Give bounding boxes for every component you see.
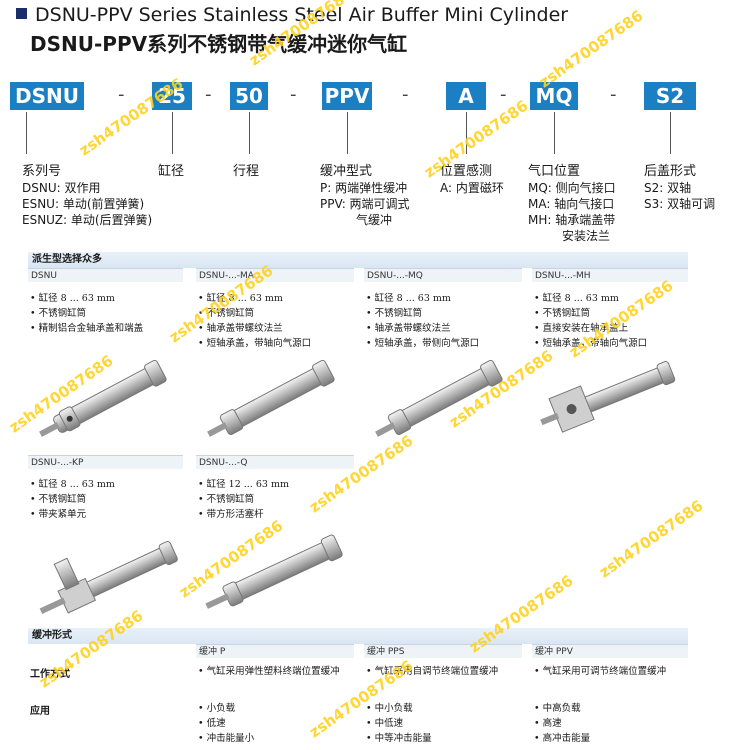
- buffer-options: P: 两端弹性缓冲 PPV: 两端可调式 气缓冲: [320, 181, 410, 227]
- buffer-app: 小负载低速冲击能量小: [198, 701, 255, 746]
- watermark: zsh470087686: [595, 496, 707, 582]
- series-options: DSNU: 双作用 ESNU: 单动(前置弹簧) ESNUZ: 单动(后置弹簧): [22, 181, 153, 227]
- port-options: MQ: 侧向气接口 MA: 轴向气接口 MH: 轴承端盖带 安装法兰: [528, 181, 616, 243]
- buffer-work: 气缸采用自调节终端位置缓冲: [366, 664, 526, 679]
- code-dash: -: [118, 84, 125, 105]
- code-series: DSNU: [10, 82, 84, 110]
- label-series: 系列号: [22, 164, 62, 179]
- leader-line: [249, 112, 250, 154]
- variant-features: 缸径 12 ... 63 mm 不锈钢缸筒 带方形活塞杆: [198, 477, 289, 522]
- code-dash: -: [610, 84, 617, 105]
- code-dash: -: [402, 84, 409, 105]
- leader-line: [670, 112, 671, 154]
- cylinder-kp-image: [39, 540, 178, 614]
- label-sense: 位置感测: [440, 164, 493, 179]
- leader-line: [466, 112, 467, 154]
- leader-line: [347, 112, 348, 154]
- variant-name: DSNU-...-Q: [196, 455, 354, 469]
- code-port: MQ: [530, 82, 578, 110]
- leader-line: [172, 112, 173, 154]
- variant-features: 缸径 8 ... 63 mm 不锈钢缸筒 精制铝合金轴承盖和端盖: [30, 291, 144, 336]
- title-en: DSNU-PPV Series Stainless Steel Air Buff…: [16, 4, 568, 26]
- variant-features: 缸径 8 ... 63 mm 不锈钢缸筒 直接安装在轴承盖上 短轴承盖，带轴向气…: [534, 291, 648, 351]
- buffer-work: 气缸采用弹性塑料终端位置缓冲: [198, 664, 356, 679]
- code-stroke: 50: [230, 82, 268, 110]
- code-sense: A: [446, 82, 486, 110]
- sense-options: A: 内置磁环: [440, 181, 504, 195]
- title-cn: DSNU-PPV系列不锈钢带气缓冲迷你气缸: [30, 32, 408, 56]
- cylinder-ma-image: [207, 359, 335, 437]
- variant-features: 缸径 8 ... 63 mm 不锈钢缸筒 轴承盖带螺纹法兰 短轴承盖，带轴向气源…: [198, 291, 312, 351]
- code-buffer: PPV: [322, 82, 372, 110]
- cover-options: S2: 双轴 S3: 双轴可调: [644, 181, 716, 211]
- variant-features: 缸径 8 ... 63 mm 不锈钢缸筒 轴承盖带螺纹法兰 短轴承盖，带侧向气源…: [366, 291, 480, 351]
- leader-line: [26, 112, 27, 154]
- cylinder-q-image: [205, 534, 343, 609]
- buffer-app: 中小负载中低速中等冲击能量: [366, 701, 432, 746]
- code-cover: S2: [644, 82, 696, 110]
- variant-name: DSNU: [28, 268, 183, 282]
- row-label-work: 工作方式: [30, 669, 70, 680]
- label-bore: 缸径: [158, 164, 185, 179]
- row-label-app: 应用: [30, 706, 50, 717]
- buffer-type: 缓冲 PPV: [532, 644, 688, 658]
- code-dash: -: [205, 84, 212, 105]
- buffer-type: 缓冲 PPS: [364, 644, 522, 658]
- variant-name: DSNU-...-KP: [28, 455, 183, 469]
- variant-features: 缸径 8 ... 63 mm 不锈钢缸筒 带夹紧单元: [30, 477, 115, 522]
- buffer-work: 气缸采用可调节终端位置缓冲: [534, 664, 694, 679]
- cylinder-mq-image: [375, 359, 503, 437]
- section-buffer-title: 缓冲形式: [28, 628, 688, 644]
- title-bullet-icon: [16, 8, 27, 19]
- buffer-type: 缓冲 P: [196, 644, 354, 658]
- label-stroke: 行程: [233, 164, 260, 179]
- code-dash: -: [500, 84, 507, 105]
- code-bore: 25: [152, 82, 192, 110]
- variant-name: DSNU-...-MA: [196, 268, 354, 282]
- variant-name: DSNU-...-MH: [532, 268, 688, 282]
- leader-line: [554, 112, 555, 154]
- cylinder-dsnu-image: [39, 359, 167, 437]
- watermark: zsh470087686: [75, 74, 187, 160]
- label-buffer: 缓冲型式: [320, 164, 373, 179]
- cylinder-mh-image: [540, 361, 676, 433]
- section-variants-title: 派生型选择众多: [28, 252, 688, 268]
- label-cover: 后盖形式: [644, 164, 697, 179]
- label-port: 气口位置: [528, 164, 581, 179]
- code-dash: -: [290, 84, 297, 105]
- variant-name: DSNU-...-MQ: [364, 268, 522, 282]
- buffer-app: 中高负载高速高冲击能量: [534, 701, 591, 746]
